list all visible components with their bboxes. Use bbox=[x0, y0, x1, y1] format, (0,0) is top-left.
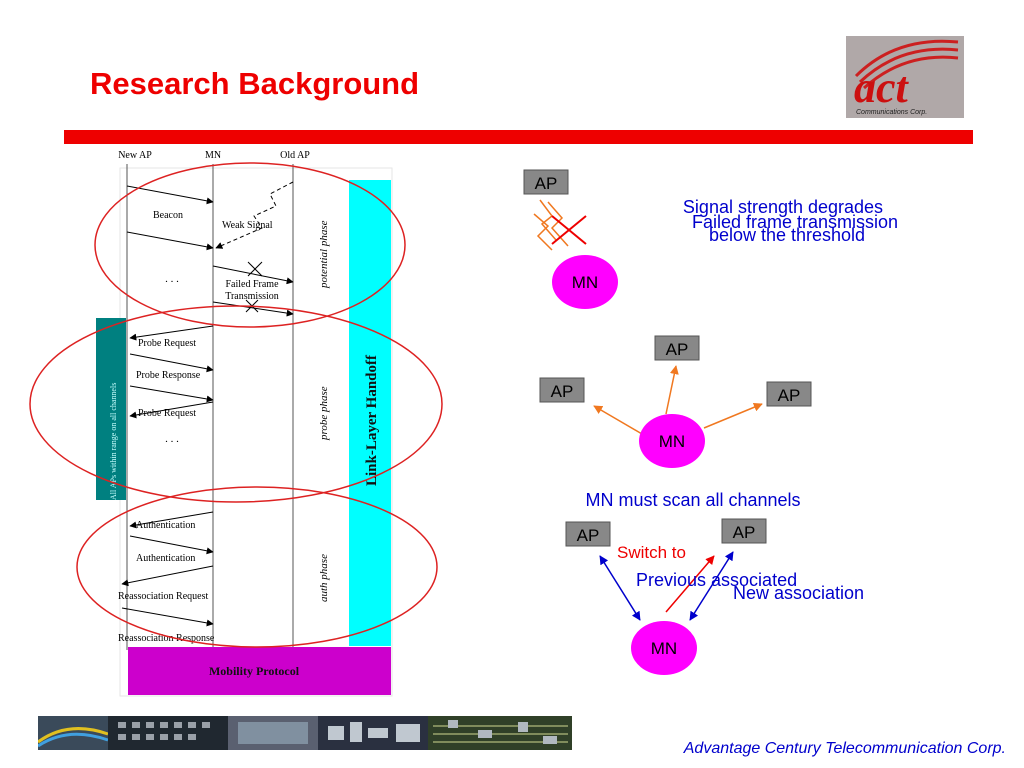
s2-mn-label: MN bbox=[659, 432, 685, 451]
s3-new-association: New association bbox=[733, 583, 864, 603]
s2-arrow-right bbox=[703, 402, 763, 429]
link-layer-handoff-bar bbox=[349, 180, 391, 646]
link-layer-handoff-label: Link-Layer Handoff bbox=[364, 354, 380, 486]
sequence-diagram: New AP MN Old AP All APs within range on… bbox=[29, 150, 443, 697]
s3-arrow-previous bbox=[599, 555, 641, 621]
highlight-ellipse-potential bbox=[94, 162, 406, 328]
s2-caption: MN must scan all channels bbox=[585, 490, 800, 510]
s3-previous-associated: Previous associated bbox=[636, 570, 797, 590]
highlight-ellipse-probe bbox=[29, 305, 443, 503]
highlight-ellipse-auth bbox=[76, 486, 438, 648]
msg-authentication-2: Authentication bbox=[136, 553, 195, 564]
s3-arrow-new bbox=[689, 551, 734, 621]
s1-fail-x-2 bbox=[551, 215, 587, 245]
s1-caption-signal-1: Signal strength degrades bbox=[683, 197, 883, 217]
entity-mn: MN bbox=[205, 150, 221, 161]
s2-ap-top-label: AP bbox=[666, 340, 689, 359]
failed-frame-arrow-2 bbox=[212, 301, 294, 317]
mobility-protocol-bar bbox=[128, 647, 391, 695]
company-logo: act Communications Corp. bbox=[846, 36, 964, 118]
phase-auth-label: auth phase bbox=[318, 554, 330, 602]
reassoc-response-arrow bbox=[121, 607, 214, 627]
auth-arrow-2 bbox=[129, 535, 214, 555]
s1-mn-label: MN bbox=[572, 273, 598, 292]
probe-response-arrow-2 bbox=[129, 385, 214, 403]
s3-ap-left-label: AP bbox=[577, 526, 600, 545]
s2-ap-right-label: AP bbox=[778, 386, 801, 405]
s3-mn-label: MN bbox=[651, 639, 677, 658]
msg-probe-request-2: Probe Request bbox=[138, 408, 196, 419]
s3-ap-left-box bbox=[565, 521, 611, 547]
s3-switch-to: Switch to bbox=[617, 543, 686, 562]
entity-old-ap: Old AP bbox=[280, 150, 310, 161]
s2-arrow-top bbox=[665, 365, 679, 415]
s1-mn-node bbox=[552, 255, 618, 309]
phase-potential-label: potential phase bbox=[318, 220, 330, 289]
s2-ap-top-box bbox=[654, 335, 700, 361]
failed-x-1b bbox=[247, 261, 263, 277]
msg-weak-signal: Weak Signal bbox=[222, 220, 273, 231]
probe-response-arrow bbox=[129, 353, 214, 373]
s1-signal-zigzag-1 bbox=[539, 199, 557, 241]
s1-ap-box bbox=[523, 169, 569, 195]
msg-reassociation-request: Reassociation Request bbox=[118, 591, 208, 602]
scenario-scan-channels: AP AP AP MN MN must scan all channels bbox=[539, 335, 812, 510]
weak-signal-path bbox=[215, 181, 294, 249]
company-name: Advantage Century Telecommunication Corp… bbox=[683, 740, 1006, 757]
all-aps-label: All APs within range on all channels bbox=[109, 383, 118, 500]
msg-ellipsis-1: . . . bbox=[165, 273, 179, 285]
msg-beacon-arrow-1 bbox=[126, 185, 214, 205]
logo-subtitle: Communications Corp. bbox=[856, 109, 927, 116]
msg-beacon: Beacon bbox=[153, 210, 183, 221]
msg-reassociation-response: Reassociation Response bbox=[118, 633, 215, 644]
phase-probe-label: probe phase bbox=[318, 386, 330, 441]
s3-ap-right-label: AP bbox=[733, 523, 756, 542]
auth-arrow-1 bbox=[129, 511, 214, 529]
mobility-protocol-label: Mobility Protocol bbox=[209, 664, 300, 678]
s1-caption-signal-2: below the threshold bbox=[709, 225, 865, 245]
s2-mn-node bbox=[639, 414, 705, 468]
s2-ap-left-box bbox=[539, 377, 585, 403]
scenario-new-association: AP AP MN Switch to Previous associated N… bbox=[565, 518, 864, 675]
entity-new-ap: New AP bbox=[118, 150, 152, 161]
s3-mn-node bbox=[631, 621, 697, 675]
failed-frame-arrow-1 bbox=[212, 265, 294, 285]
msg-ellipsis-2: . . . bbox=[165, 433, 179, 445]
s2-ap-right-box bbox=[766, 381, 812, 407]
logo-text: act bbox=[854, 63, 910, 112]
all-aps-bar bbox=[96, 318, 126, 500]
msg-probe-response: Probe Response bbox=[136, 370, 201, 381]
footer-image-strip bbox=[38, 716, 572, 750]
s2-arrow-left bbox=[593, 405, 643, 435]
s2-ap-left-label: AP bbox=[551, 382, 574, 401]
probe-request-arrow-1 bbox=[129, 325, 214, 341]
s1-ap-label: AP bbox=[535, 174, 558, 193]
reassoc-request-arrow bbox=[121, 565, 214, 587]
msg-authentication-1: Authentication bbox=[136, 520, 195, 531]
slide-title: Research Background bbox=[90, 66, 420, 101]
title-divider bbox=[64, 130, 973, 144]
probe-request-arrow-2 bbox=[129, 401, 214, 419]
msg-beacon-arrow-2 bbox=[126, 231, 214, 251]
msg-failed-frame-1: Failed Frame bbox=[225, 279, 279, 290]
scenario-signal-degrades: AP MN Signal strength degrades below the… bbox=[523, 169, 898, 309]
s1-caption-failed: Failed frame transmission bbox=[692, 212, 898, 232]
s3-arrow-switch bbox=[665, 555, 715, 613]
s3-ap-right-box bbox=[721, 518, 767, 544]
msg-probe-request-1: Probe Request bbox=[138, 338, 196, 349]
s1-signal-zigzag-3 bbox=[533, 213, 553, 251]
msg-failed-frame-2: Transmission bbox=[225, 291, 279, 302]
